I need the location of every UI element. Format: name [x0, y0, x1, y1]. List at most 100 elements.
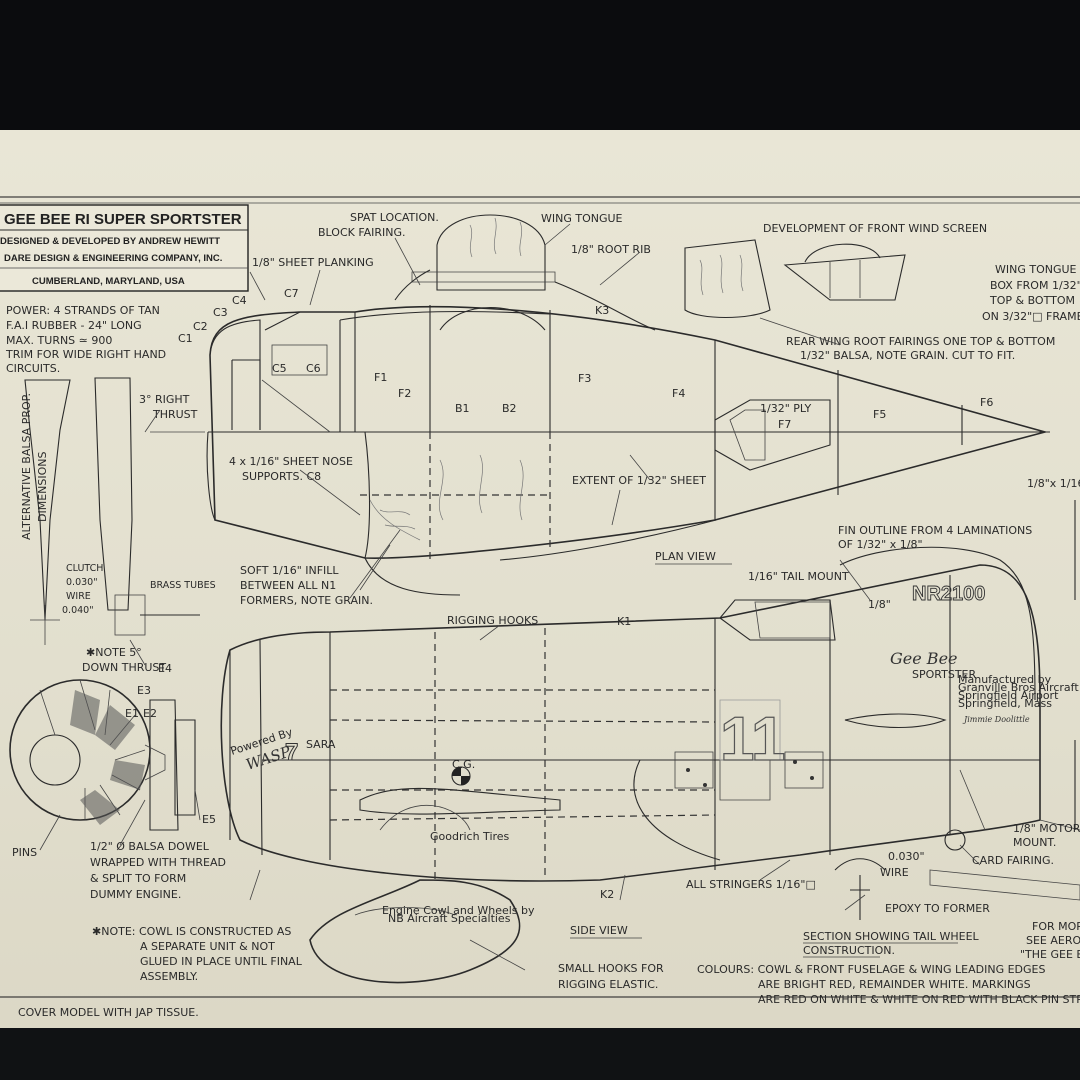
power-note: POWER: 4 STRANDS OF TAN F.A.I RUBBER - 2…	[5, 304, 166, 375]
label-e4: E4	[158, 662, 172, 675]
label-side-view: SIDE VIEW	[570, 924, 628, 937]
label-infill-2: BETWEEN ALL N1	[240, 579, 336, 592]
label-c7: C7	[284, 287, 299, 300]
label-e3: E3	[137, 684, 151, 697]
label-race-7: 7	[285, 739, 298, 766]
label-pins: PINS	[12, 846, 37, 859]
label-clutch: CLUTCH	[66, 563, 103, 574]
label-dowel-2: WRAPPED WITH THREAD	[90, 856, 226, 869]
label-wire-030: 0.030"	[66, 577, 98, 588]
label-f1: F1	[374, 371, 387, 384]
label-rigging-hooks: RIGGING HOOKS	[447, 614, 538, 627]
table-surface	[0, 1028, 1080, 1080]
plan-border	[0, 196, 1080, 998]
label-rear-fairing-1: REAR WING ROOT FAIRINGS ONE TOP & BOTTOM	[786, 335, 1055, 348]
label-f5: F5	[873, 408, 886, 421]
alternative-propeller	[24, 377, 200, 645]
label-cover-note: COVER MODEL WITH JAP TISSUE.	[18, 1006, 199, 1019]
label-right-thrust-1: 3° RIGHT	[139, 393, 190, 406]
label-infill-1: SOFT 1/16" INFILL	[240, 564, 339, 577]
power-line-3: MAX. TURNS ≃ 900	[6, 334, 112, 347]
label-b1: B1	[455, 402, 470, 415]
label-fin-outline-2: OF 1/32" x 1/8"	[838, 538, 923, 551]
leader-lines	[39, 223, 986, 971]
power-line-1: POWER: 4 STRANDS OF TAN	[6, 304, 160, 317]
label-eighth-inch: 1/8"	[868, 598, 891, 611]
plan-title: GEE BEE RI SUPER SPORTSTER	[4, 211, 242, 228]
label-k2: K2	[600, 888, 614, 901]
label-mfg-1: Manufactured by	[958, 673, 1052, 686]
label-signature: Jimmie Doolittle	[962, 715, 1030, 724]
label-c3: C3	[213, 306, 228, 319]
label-e5: E5	[202, 813, 216, 826]
label-plan-view: PLAN VIEW	[655, 550, 716, 563]
label-motor-mount-2: MOUNT.	[1013, 836, 1056, 849]
label-colours-1: COLOURS: COWL & FRONT FUSELAGE & WING LE…	[697, 963, 1045, 976]
location-line: CUMBERLAND, MARYLAND, USA	[32, 276, 185, 287]
label-downthrust-2: DOWN THRUST	[82, 661, 166, 674]
label-cowl-note-1: ✱NOTE: COWL IS CONSTRUCTED AS	[92, 925, 291, 938]
label-extent-sheet: EXTENT OF 1/32" SHEET	[572, 474, 706, 487]
label-wire: WIRE	[66, 591, 91, 602]
plan-annotations: SPAT LOCATION. BLOCK FAIRING. WING TONGU…	[20, 211, 1080, 616]
label-cg: C.G.	[452, 758, 475, 771]
label-e2: E2	[143, 707, 157, 720]
label-engine-note-1: Engine Cowl and Wheels by	[382, 904, 535, 917]
label-for-more-2: SEE AERO	[1026, 934, 1080, 947]
label-colours-2: ARE BRIGHT RED, REMAINDER WHITE. MARKING…	[758, 978, 1031, 991]
registration-marking: NR2100	[912, 583, 985, 605]
label-card-fairing: CARD FAIRING.	[972, 854, 1054, 867]
label-stringer-size: 1/8"x 1/16"	[1027, 477, 1080, 490]
label-rear-fairing-2: 1/32" BALSA, NOTE GRAIN. CUT TO FIT.	[800, 349, 1015, 362]
label-dowel-4: DUMMY ENGINE.	[90, 888, 181, 901]
power-line-4: TRIM FOR WIDE RIGHT HAND	[5, 348, 166, 361]
windscreen-development	[684, 239, 906, 319]
label-f4: F4	[672, 387, 685, 400]
gee-bee-logo-sub: SPORTSTER	[912, 668, 976, 681]
label-cowl-note-4: ASSEMBLY.	[140, 970, 198, 983]
label-downthrust-1: ✱NOTE 5°	[86, 646, 142, 659]
label-mfg-4: Springfield, Mass	[958, 697, 1052, 710]
label-tailwheel-section-1: SECTION SHOWING TAIL WHEEL	[803, 930, 980, 943]
label-wing-tongue-box-3: TOP & BOTTOM	[989, 294, 1075, 307]
label-wing-tongue: WING TONGUE	[541, 212, 623, 225]
label-wing-tongue-box-4: ON 3/32"□ FRAME	[982, 310, 1080, 323]
side-annotations: NR2100 RIGGING HOOKS K1 ✱NOTE 5° DOWN TH…	[12, 583, 1080, 1019]
power-line-5: CIRCUITS.	[6, 362, 60, 375]
label-f2: F2	[398, 387, 411, 400]
label-dowel-3: & SPLIT TO FORM	[90, 872, 186, 885]
label-fin-outline-1: FIN OUTLINE FROM 4 LAMINATIONS	[838, 524, 1032, 537]
label-block-fairing: BLOCK FAIRING.	[318, 226, 406, 239]
engine-front-view	[9, 679, 196, 831]
label-dowel-1: 1/2" Ø BALSA DOWEL	[90, 840, 210, 853]
designer-line: DESIGNED & DEVELOPED BY ANDREW HEWITT	[0, 236, 220, 247]
power-line-2: F.A.I RUBBER - 24" LONG	[6, 319, 142, 332]
label-race-11: 11	[720, 705, 786, 774]
label-windscreen: DEVELOPMENT OF FRONT WIND SCREEN	[763, 222, 987, 235]
company-line: DARE DESIGN & ENGINEERING COMPANY, INC.	[4, 253, 222, 264]
label-c1: C1	[178, 332, 193, 345]
label-c2: C2	[193, 320, 208, 333]
label-colours-3: ARE RED ON WHITE & WHITE ON RED WITH BLA…	[758, 993, 1080, 1006]
label-root-rib: 1/8" ROOT RIB	[571, 243, 651, 256]
label-infill-3: FORMERS, NOTE GRAIN.	[240, 594, 373, 607]
label-mfg-3: Springfield Airport	[958, 689, 1059, 702]
label-c4: C4	[232, 294, 247, 307]
label-cowl-note-3: GLUED IN PLACE UNTIL FINAL	[140, 955, 303, 968]
label-wing-tongue-box-2: BOX FROM 1/32"	[990, 279, 1080, 292]
label-tailwheel-section-2: CONSTRUCTION.	[803, 944, 895, 957]
label-tailwheel-wire-2: WIRE	[880, 866, 909, 879]
label-small-hooks-2: RIGGING ELASTIC.	[558, 978, 658, 991]
label-wire-040: 0.040"	[62, 605, 94, 616]
label-sheet-planking: 1/8" SHEET PLANKING	[252, 256, 374, 269]
label-b2: B2	[502, 402, 517, 415]
label-f3: F3	[578, 372, 591, 385]
title-block: GEE BEE RI SUPER SPORTSTER DESIGNED & DE…	[0, 204, 249, 292]
label-goodrich: Goodrich Tires	[430, 830, 510, 843]
label-ply: 1/32" PLY	[760, 402, 812, 415]
label-cowl-note-2: A SEPARATE UNIT & NOT	[140, 940, 275, 953]
label-for-more-1: FOR MOR	[1032, 920, 1080, 933]
label-c5: C5	[272, 362, 287, 375]
label-small-hooks-1: SMALL HOOKS FOR	[558, 962, 664, 975]
label-e1: E1	[125, 707, 139, 720]
